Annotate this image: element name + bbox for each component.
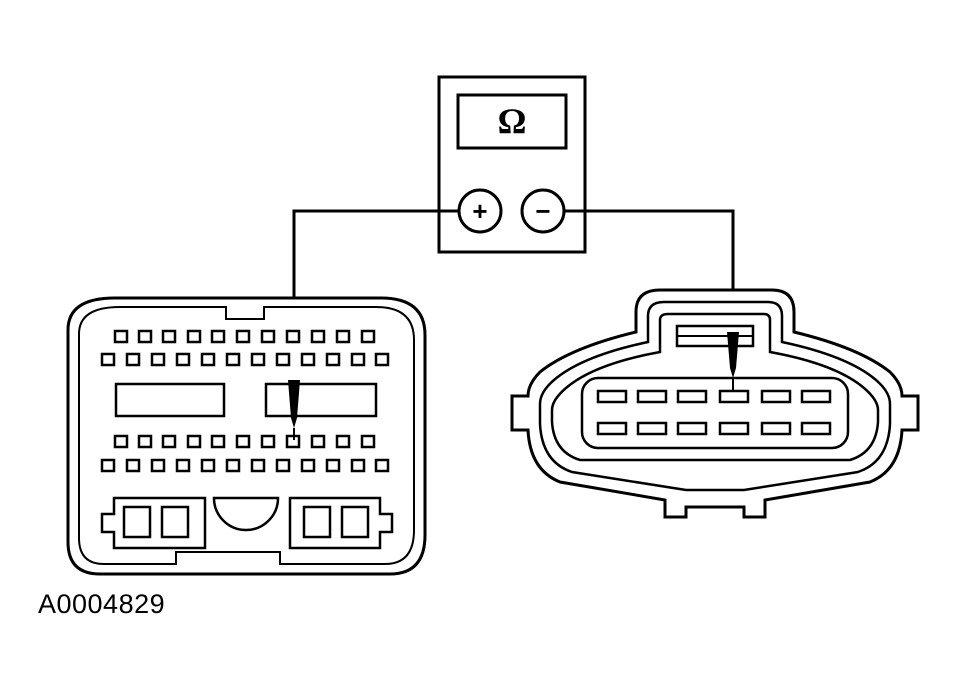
- right-connector-ring: [538, 300, 892, 492]
- left-power-block: [100, 496, 207, 550]
- right-pin-row-1: [596, 389, 832, 404]
- ohmmeter: Ω + −: [437, 75, 587, 254]
- left-slot-b: [264, 382, 378, 418]
- negative-label: −: [535, 196, 550, 226]
- pin-row-3: [113, 434, 376, 449]
- left-slot-a: [114, 382, 226, 418]
- positive-label: +: [472, 196, 487, 226]
- pin-row-2: [100, 352, 390, 367]
- pin-row-1: [113, 329, 376, 344]
- ohmmeter-display: [456, 93, 568, 150]
- right-connector-ring-inner: [550, 312, 880, 462]
- negative-probe-icon: [727, 332, 739, 378]
- pin-cavity: [580, 376, 850, 450]
- pin-row-4: [100, 458, 390, 473]
- left-connector: [66, 296, 427, 576]
- ohm-symbol: Ω: [498, 101, 527, 141]
- right-connector: [510, 288, 920, 519]
- positive-probe-icon: [288, 380, 300, 428]
- left-center-key: [212, 496, 280, 532]
- right-pin-row-2: [596, 421, 832, 436]
- figure-id: A0004829: [38, 589, 166, 619]
